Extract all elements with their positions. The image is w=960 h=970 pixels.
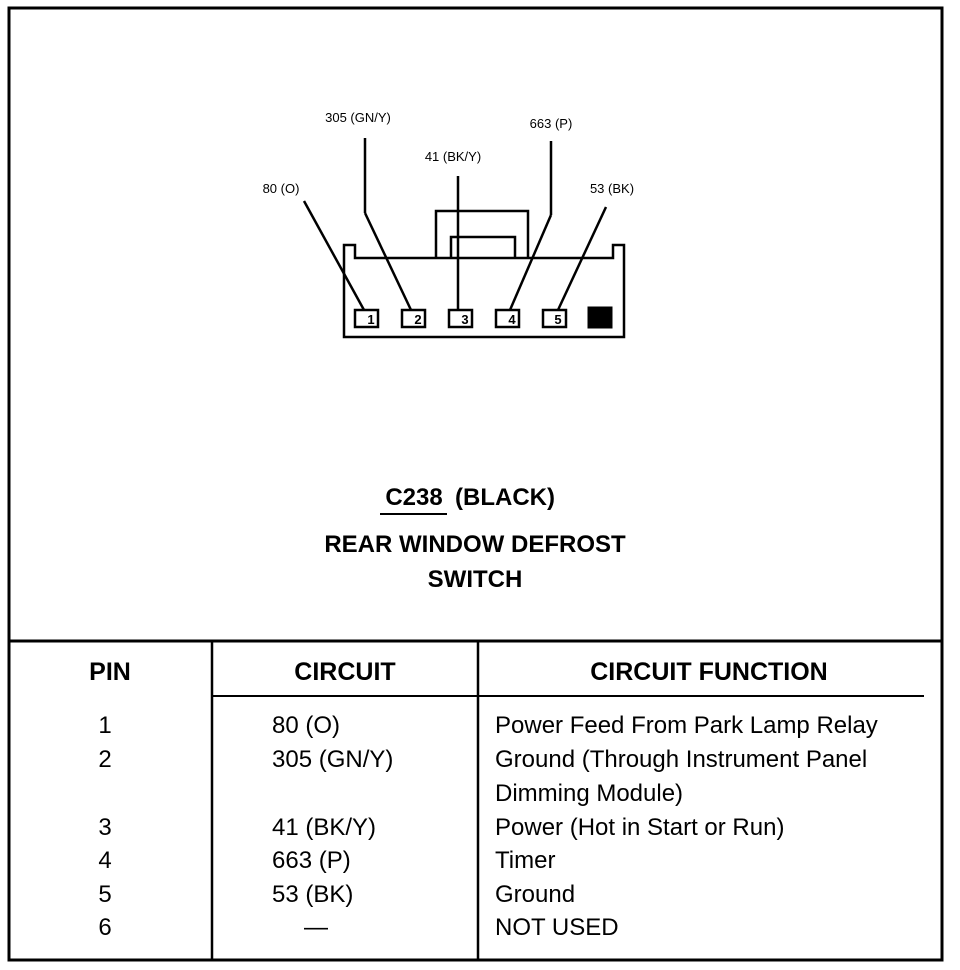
row-4-function: Timer [495, 847, 555, 874]
connector-c238 [342, 209, 626, 339]
callout-pin-3: 41 (BK/Y) [425, 149, 481, 164]
row-1-function: Power Feed From Park Lamp Relay [495, 712, 878, 739]
pin-3-number: 3 [461, 312, 468, 327]
row-2-function-line-2: Dimming Module) [495, 780, 683, 807]
pin-table-grid [9, 639, 942, 960]
connector-id: C238 [385, 484, 442, 511]
table-row: 5 53 (BK) Ground [98, 881, 575, 908]
row-2-pin: 2 [98, 746, 111, 773]
row-5-function: Ground [495, 881, 575, 908]
leader-pin-1 [302, 200, 366, 311]
leader-pin-4b [508, 214, 553, 311]
table-row: 4 663 (P) Timer [98, 847, 555, 874]
row-4-circuit: 663 (P) [272, 847, 351, 874]
row-5-circuit: 53 (BK) [272, 881, 353, 908]
callout-pin-1: 80 (O) [263, 181, 300, 196]
header-circuit-function: CIRCUIT FUNCTION [590, 658, 827, 686]
header-circuit: CIRCUIT [294, 658, 395, 686]
row-2-circuit: 305 (GN/Y) [272, 746, 393, 773]
row-6-circuit: — [304, 914, 328, 941]
pin-cavities: 1 2 3 4 5 [353, 306, 613, 329]
row-5-pin: 5 [98, 881, 111, 908]
callout-pin-5: 53 (BK) [590, 181, 634, 196]
pin-1-cavity [353, 308, 380, 329]
pin-2-cavity [400, 308, 427, 329]
pin-1-number: 1 [367, 312, 374, 327]
row-3-function: Power (Hot in Start or Run) [495, 814, 784, 841]
title-line-1: REAR WINDOW DEFROST [324, 531, 626, 558]
row-4-pin: 4 [98, 847, 111, 874]
pin-5-cavity [541, 308, 568, 329]
row-6-function: NOT USED [495, 914, 619, 941]
title-line-2: SWITCH [428, 566, 523, 593]
callout-pin-4: 663 (P) [530, 116, 573, 131]
leader-pin-5 [556, 206, 608, 311]
latch-tab-outer [434, 209, 530, 258]
pin-3-cavity [447, 308, 474, 329]
callout-pin-2: 305 (GN/Y) [325, 110, 391, 125]
row-3-pin: 3 [98, 814, 111, 841]
row-6-pin: 6 [98, 914, 111, 941]
latch-tab-inner [449, 235, 517, 258]
table-row: 2 305 (GN/Y) Ground (Through Instrument … [98, 746, 867, 807]
pin-2-number: 2 [414, 312, 421, 327]
row-1-pin: 1 [98, 712, 111, 739]
pin-6-cavity-filled [587, 306, 613, 329]
row-1-circuit: 80 (O) [272, 712, 340, 739]
housing-outline [342, 243, 626, 339]
leader-pin-2b [363, 212, 413, 311]
outer-frame [7, 6, 944, 962]
row-2-function-line-1: Ground (Through Instrument Panel [495, 746, 867, 773]
table-row: 3 41 (BK/Y) Power (Hot in Start or Run) [98, 814, 784, 841]
row-3-circuit: 41 (BK/Y) [272, 814, 376, 841]
callout-leaders [302, 138, 608, 311]
connector-color: (BLACK) [455, 484, 555, 511]
pin-4-cavity [494, 308, 521, 329]
table-row: 1 80 (O) Power Feed From Park Lamp Relay [98, 712, 877, 739]
table-row: 6 — NOT USED [98, 914, 618, 941]
pin-4-number: 4 [508, 312, 516, 327]
header-pin: PIN [89, 658, 131, 686]
pin-5-number: 5 [554, 312, 561, 327]
